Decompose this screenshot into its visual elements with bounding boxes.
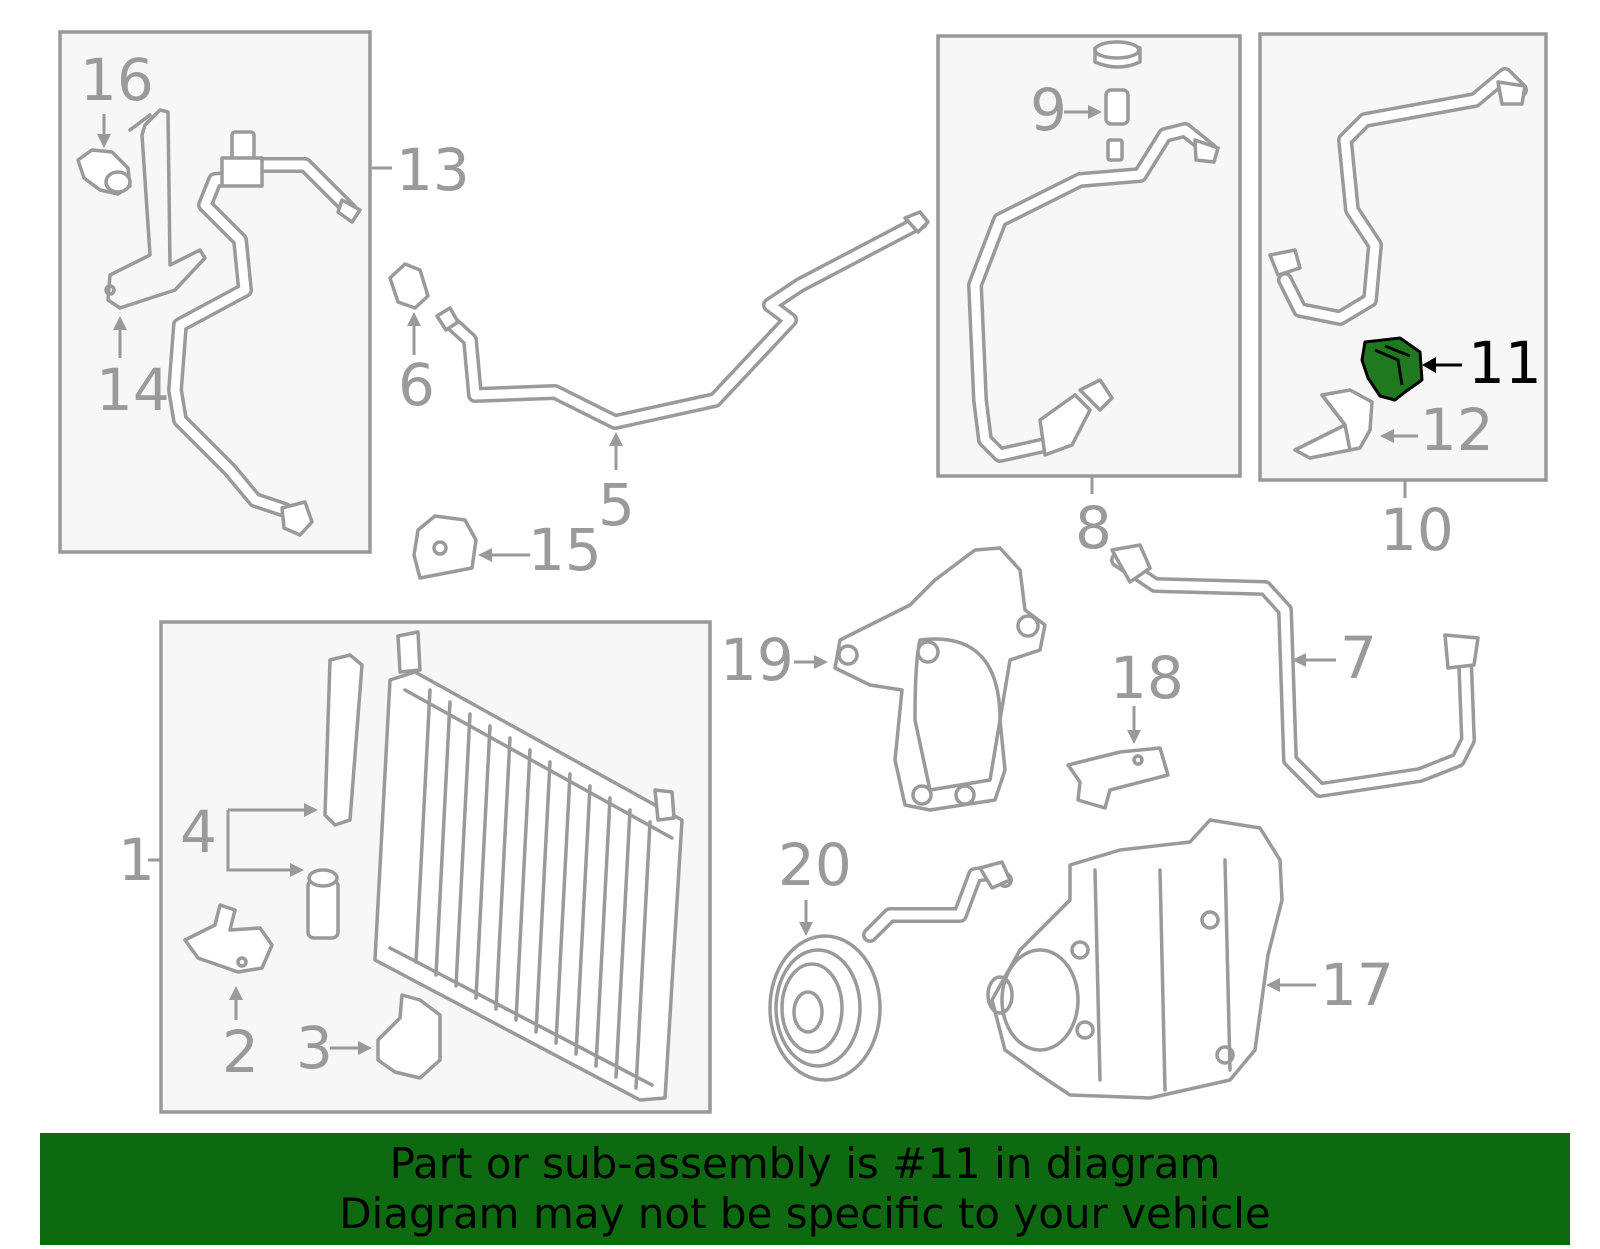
arrow-19 xyxy=(814,655,828,669)
arrow-12 xyxy=(1380,429,1394,443)
part-6-connector[interactable] xyxy=(388,262,430,310)
box-8-group xyxy=(936,34,1242,494)
info-banner: Part or sub-assembly is #11 in diagram D… xyxy=(40,1133,1570,1245)
part-1-condenser[interactable] xyxy=(373,630,684,1102)
part-19-compressor-bracket[interactable] xyxy=(833,546,1047,812)
leader-4b xyxy=(226,810,300,872)
arrow-20 xyxy=(799,922,813,936)
arrow-4a xyxy=(304,803,318,817)
part-8-hose[interactable] xyxy=(967,122,1220,463)
callout-12: 12 xyxy=(1420,396,1494,464)
callout-2: 2 xyxy=(222,1018,259,1086)
part-7-hose[interactable] xyxy=(1110,543,1480,798)
arrow-18 xyxy=(1127,730,1141,744)
part-5-pipe[interactable] xyxy=(435,210,930,430)
callout-15: 15 xyxy=(528,516,602,584)
arrow-16 xyxy=(97,134,111,148)
part-11-highlighted[interactable] xyxy=(1360,336,1424,402)
callout-19: 19 xyxy=(720,626,794,694)
arrow-9 xyxy=(1088,105,1102,119)
arrow-11 xyxy=(1422,357,1436,373)
part-20-clutch[interactable] xyxy=(768,860,1013,1082)
arrow-3 xyxy=(358,1041,372,1055)
arrow-5 xyxy=(609,432,623,446)
callout-1: 1 xyxy=(118,826,155,894)
part-18-bracket[interactable] xyxy=(1066,746,1170,810)
callout-6: 6 xyxy=(398,351,435,419)
box-13-group xyxy=(58,30,392,554)
part-10-hose[interactable] xyxy=(1268,67,1528,326)
arrow-15 xyxy=(478,548,492,562)
callout-11: 11 xyxy=(1468,329,1542,397)
arrow-7 xyxy=(1292,653,1306,667)
part-14-bracket[interactable] xyxy=(104,108,207,310)
arrow-14 xyxy=(113,316,127,330)
part-13-pipe[interactable] xyxy=(167,130,362,537)
callout-14: 14 xyxy=(96,356,170,424)
callout-4: 4 xyxy=(180,798,217,866)
callout-20: 20 xyxy=(778,831,852,899)
part-9-cap-valve[interactable] xyxy=(1093,40,1142,162)
callout-5: 5 xyxy=(598,471,635,539)
callout-17: 17 xyxy=(1320,951,1394,1019)
arrow-4b xyxy=(290,863,304,877)
callout-16: 16 xyxy=(80,46,154,114)
part-12-bracket[interactable] xyxy=(1293,388,1374,460)
banner-line-2: Diagram may not be specific to your vehi… xyxy=(339,1189,1271,1238)
box-1-group xyxy=(148,620,712,1114)
part-2-bracket[interactable] xyxy=(183,903,274,974)
part-4-receiver-and-plug[interactable] xyxy=(306,653,364,940)
callout-3: 3 xyxy=(296,1014,333,1082)
box-10-group xyxy=(1258,32,1548,498)
part-15-bracket[interactable] xyxy=(412,514,478,580)
arrow-6 xyxy=(407,312,421,326)
banner-line-1: Part or sub-assembly is #11 in diagram xyxy=(389,1139,1221,1188)
part-16-pressure-sensor[interactable] xyxy=(76,148,132,196)
callout-8: 8 xyxy=(1075,494,1112,562)
arrow-17 xyxy=(1266,978,1280,992)
callout-10: 10 xyxy=(1380,496,1454,564)
callout-18: 18 xyxy=(1110,644,1184,712)
callout-13: 13 xyxy=(396,136,470,204)
arrow-2 xyxy=(229,986,243,1000)
callout-7: 7 xyxy=(1340,624,1377,692)
part-3-bracket[interactable] xyxy=(376,993,442,1080)
callout-9: 9 xyxy=(1030,76,1067,144)
part-17-compressor[interactable] xyxy=(986,818,1284,1100)
